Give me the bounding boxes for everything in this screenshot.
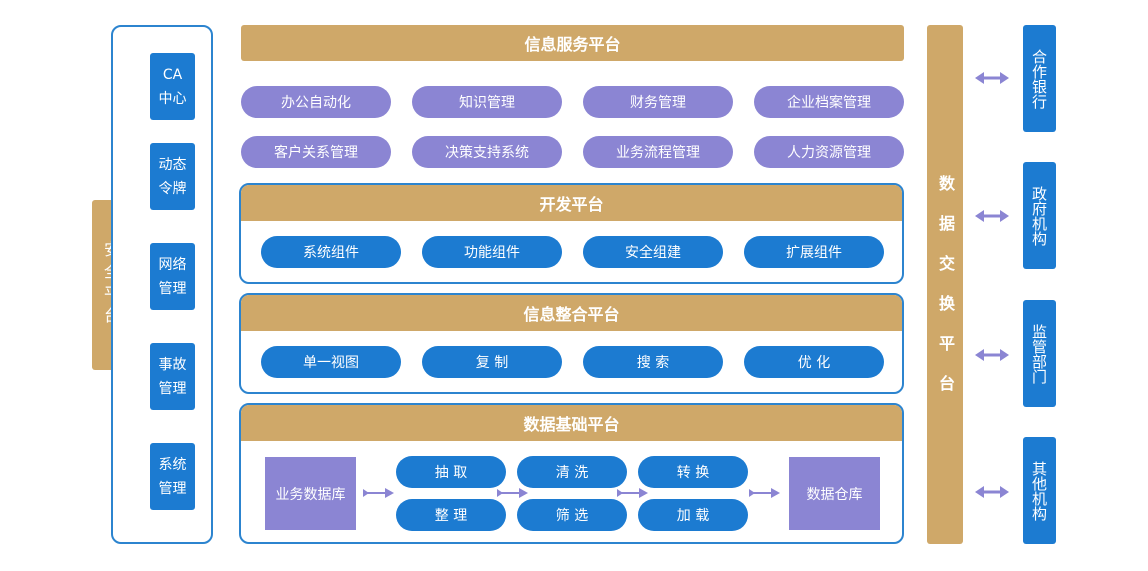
service-office-automation[interactable]: 办公自动化 [241,86,391,118]
integration-optimize[interactable]: 优 化 [744,346,884,378]
partner-other[interactable]: 其他机构 [1023,437,1056,544]
service-bpm[interactable]: 业务流程管理 [583,136,733,168]
bidirectional-arrow-icon [975,485,1009,499]
security-item-incident[interactable]: 事故 管理 [150,343,195,410]
etl-transform[interactable]: 转 换 [638,456,748,488]
data-exchange-platform: 数据交换平台 [927,25,963,544]
service-decision-support[interactable]: 决策支持系统 [412,136,562,168]
etl-clean[interactable]: 清 洗 [517,456,627,488]
integration-platform-title: 信息整合平台 [241,295,902,331]
bidirectional-arrow-icon [975,209,1009,223]
bidirectional-arrow-icon [975,348,1009,362]
service-knowledge[interactable]: 知识管理 [412,86,562,118]
data-platform-title: 数据基础平台 [241,405,902,441]
info-service-title: 信息服务平台 [241,25,904,61]
business-database[interactable]: 业务数据库 [265,457,356,530]
dev-system-component[interactable]: 系统组件 [261,236,401,268]
integration-search[interactable]: 搜 索 [583,346,723,378]
security-item-system[interactable]: 系统 管理 [150,443,195,510]
etl-load[interactable]: 加 载 [638,499,748,531]
dev-platform-title: 开发平台 [241,185,902,221]
flow-arrow-icon [363,487,395,499]
flow-arrow-icon [497,487,529,499]
etl-extract[interactable]: 抽 取 [396,456,506,488]
integration-single-view[interactable]: 单一视图 [261,346,401,378]
etl-filter[interactable]: 筛 选 [517,499,627,531]
partner-regulator[interactable]: 监管部门 [1023,300,1056,407]
security-item-network[interactable]: 网络 管理 [150,243,195,310]
dev-extension-component[interactable]: 扩展组件 [744,236,884,268]
dev-security-build[interactable]: 安全组建 [583,236,723,268]
security-item-ca[interactable]: CA 中心 [150,53,195,120]
service-hr[interactable]: 人力资源管理 [754,136,904,168]
service-crm[interactable]: 客户关系管理 [241,136,391,168]
integration-platform-panel: 信息整合平台 [239,293,904,394]
flow-arrow-icon [617,487,649,499]
service-finance[interactable]: 财务管理 [583,86,733,118]
partner-bank[interactable]: 合作银行 [1023,25,1056,132]
dev-platform-panel: 开发平台 [239,183,904,284]
integration-replicate[interactable]: 复 制 [422,346,562,378]
flow-arrow-icon [749,487,781,499]
data-warehouse[interactable]: 数据仓库 [789,457,880,530]
bidirectional-arrow-icon [975,71,1009,85]
etl-organize[interactable]: 整 理 [396,499,506,531]
security-item-token[interactable]: 动态 令牌 [150,143,195,210]
dev-function-component[interactable]: 功能组件 [422,236,562,268]
partner-government[interactable]: 政府机构 [1023,162,1056,269]
service-archive[interactable]: 企业档案管理 [754,86,904,118]
